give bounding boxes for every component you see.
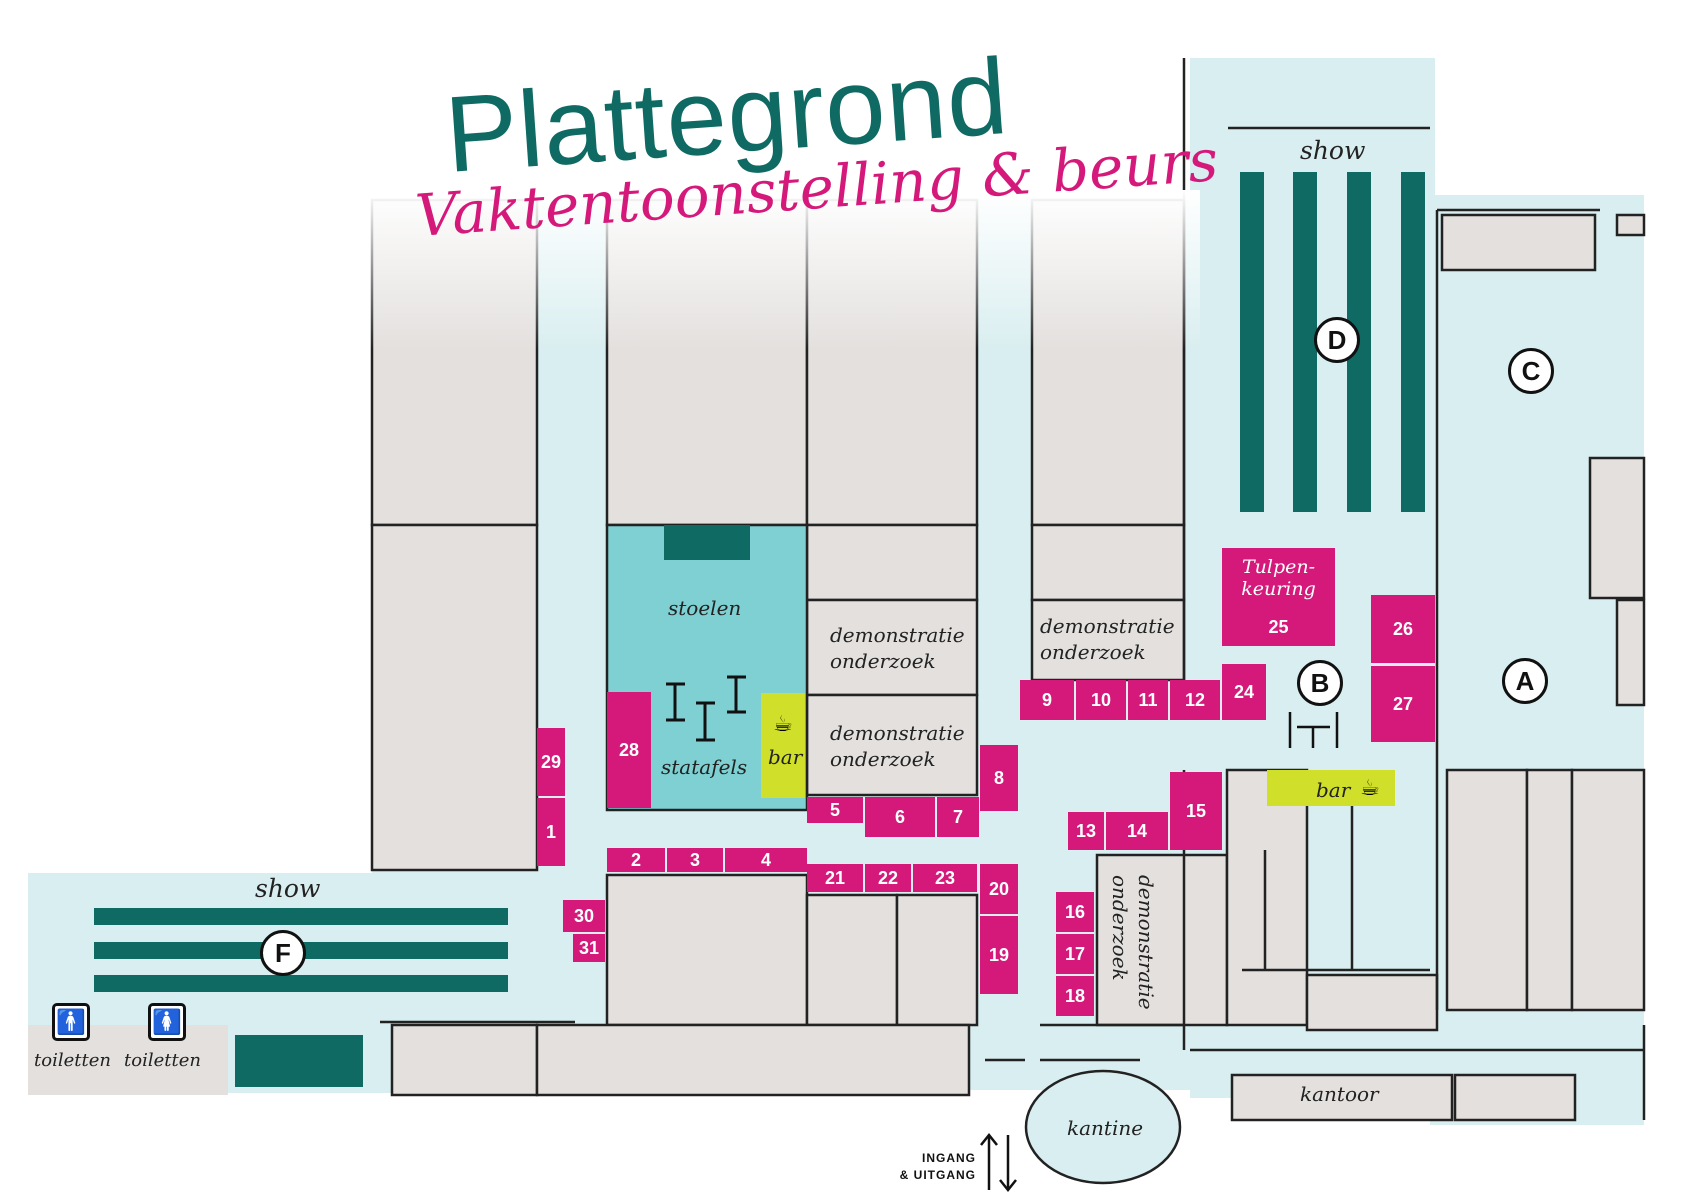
demo-label-1b: onderzoek (830, 649, 936, 673)
demo-label-4b: onderzoek (1108, 875, 1132, 981)
bar-left-area (761, 693, 805, 798)
toilet-men-icon: 🚹 (52, 1003, 90, 1041)
demo-label-3b: onderzoek (1040, 640, 1146, 664)
booth-11[interactable]: 11 (1128, 680, 1168, 720)
booth-16[interactable]: 16 (1056, 892, 1094, 932)
zone-marker-b[interactable]: B (1297, 660, 1343, 706)
booth-30[interactable]: 30 (563, 900, 605, 932)
show-label-top: show (1300, 136, 1366, 165)
booth-14[interactable]: 14 (1106, 812, 1168, 850)
zone-marker-c[interactable]: C (1508, 348, 1554, 394)
toiletten-label-1: toiletten (34, 1050, 111, 1071)
bar-right-area (1267, 770, 1395, 806)
booth-3[interactable]: 3 (667, 848, 723, 872)
zone-marker-a[interactable]: A (1502, 658, 1548, 704)
coffee-cup-icon: ☕ (773, 712, 793, 737)
stage-block (664, 525, 750, 560)
booth-28[interactable]: 28 (607, 692, 651, 808)
toiletten-label-2: toiletten (124, 1050, 201, 1071)
bar-right-label: bar (1316, 778, 1351, 802)
booth-18[interactable]: 18 (1056, 976, 1094, 1016)
booth-7[interactable]: 7 (937, 797, 979, 837)
kantine-label: kantine (1067, 1116, 1144, 1140)
stoelen-label: stoelen (668, 596, 742, 620)
booth-8[interactable]: 8 (980, 745, 1018, 811)
booth-25[interactable]: 25 (1222, 608, 1335, 646)
booth-1[interactable]: 1 (537, 798, 565, 866)
entrance-label-line1: INGANG (922, 1151, 976, 1165)
booth-9[interactable]: 9 (1020, 680, 1074, 720)
demo-label-1a: demonstratie (830, 623, 965, 647)
coffee-cup-icon: ☕ (1360, 776, 1380, 801)
booth-17[interactable]: 17 (1056, 934, 1094, 974)
exhibition-rooms (28, 198, 1646, 1122)
show-label-left: show (255, 874, 321, 903)
tulpenkeuring-area[interactable]: Tulpen- keuring (1222, 548, 1335, 608)
statafels-label: statafels (661, 755, 748, 779)
booth-6[interactable]: 6 (865, 797, 935, 837)
booth-29[interactable]: 29 (537, 728, 565, 796)
booth-23[interactable]: 23 (913, 864, 977, 892)
zone-marker-f[interactable]: F (260, 930, 306, 976)
tulpenkeuring-line2: keuring (1241, 578, 1316, 600)
bar-left-label: bar (768, 745, 803, 769)
booth-10[interactable]: 10 (1076, 680, 1126, 720)
booth-2[interactable]: 2 (607, 848, 665, 872)
kantoor-label: kantoor (1300, 1082, 1379, 1106)
demo-label-3a: demonstratie (1040, 614, 1175, 638)
booth-12[interactable]: 12 (1170, 680, 1220, 720)
walls (380, 58, 1646, 1120)
toilet-women-icon: 🚺 (148, 1003, 186, 1041)
show-stands-f (94, 908, 508, 1087)
entrance-label: INGANG & UITGANG (868, 1150, 976, 1184)
booth-15[interactable]: 15 (1170, 772, 1222, 850)
kantine-room (1024, 1069, 1182, 1185)
tulpenkeuring-line1: Tulpen- (1241, 556, 1316, 578)
booth-22[interactable]: 22 (865, 864, 911, 892)
entrance-label-line2: & UITGANG (899, 1168, 976, 1182)
booth-31[interactable]: 31 (573, 934, 605, 962)
booth-19[interactable]: 19 (980, 916, 1018, 994)
demo-label-2b: onderzoek (830, 747, 936, 771)
booth-13[interactable]: 13 (1068, 812, 1104, 850)
demo-label-4a: demonstratie (1134, 875, 1158, 1010)
zone-marker-d[interactable]: D (1314, 317, 1360, 363)
entrance-arrows (980, 1132, 1017, 1193)
booth-5[interactable]: 5 (807, 797, 863, 823)
booth-21[interactable]: 21 (807, 864, 863, 892)
booth-26[interactable]: 26 (1371, 595, 1435, 663)
booth-27[interactable]: 27 (1371, 666, 1435, 742)
booth-4[interactable]: 4 (725, 848, 807, 872)
standing-tables-icon (666, 675, 746, 742)
demo-label-2a: demonstratie (830, 721, 965, 745)
booth-24[interactable]: 24 (1222, 664, 1266, 720)
booth-20[interactable]: 20 (980, 864, 1018, 914)
table-icon (1288, 712, 1339, 748)
